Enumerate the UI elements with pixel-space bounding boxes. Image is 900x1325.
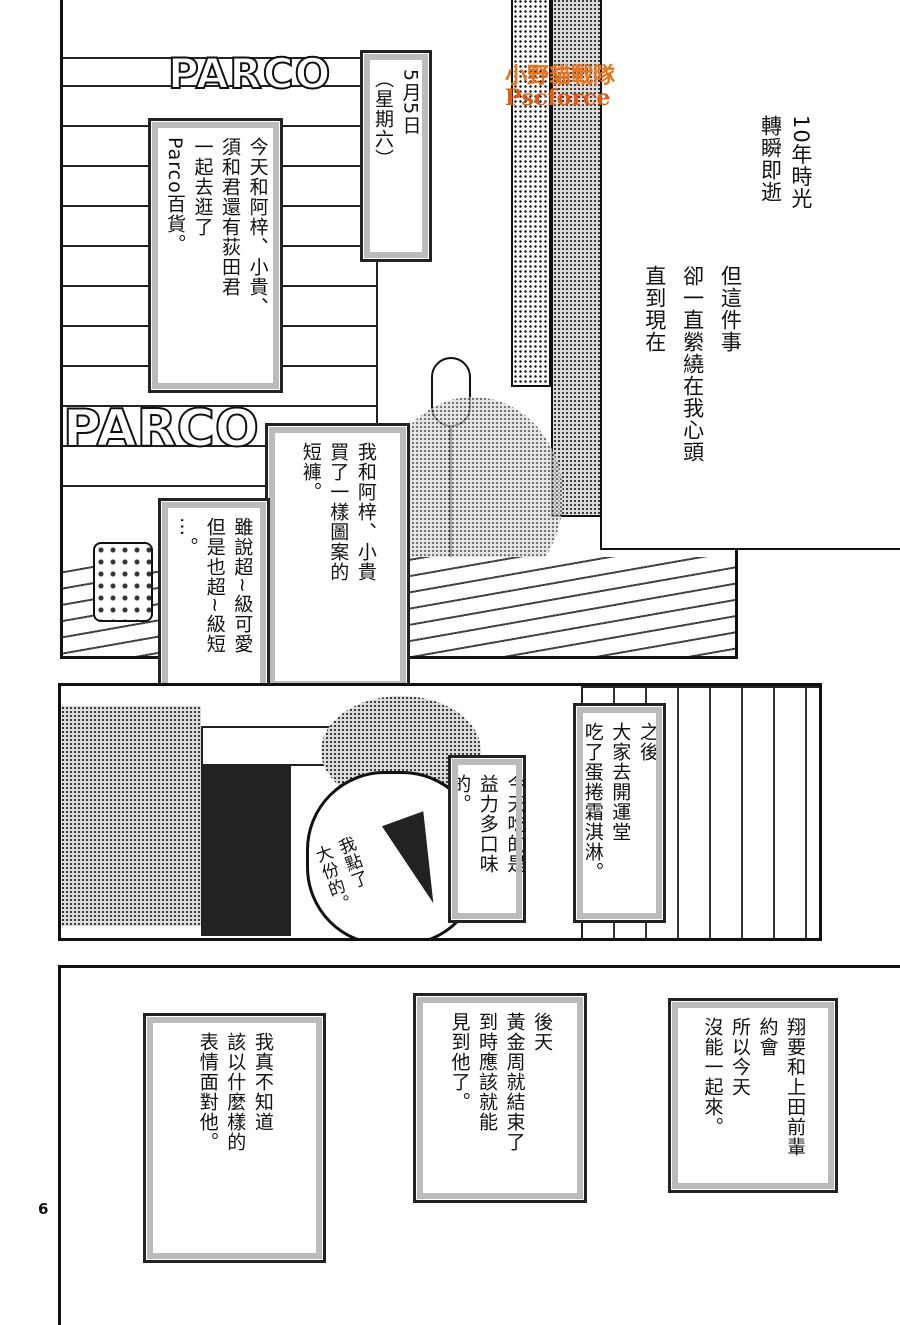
caption-line: 我和阿梓、小貴	[354, 442, 377, 582]
date-caption: 5月5日（星期六）	[360, 50, 432, 262]
parco-sign-lower: PARCO	[63, 398, 260, 460]
caption-line: 今天和阿梓、小貴、	[246, 137, 269, 317]
white-area	[600, 0, 900, 550]
caption-line: 見到他了。	[448, 1012, 471, 1112]
caption-line: Parco百貨。	[163, 137, 186, 254]
caption-line: 該以什麼樣的	[224, 1032, 247, 1152]
caption-line: 雖說超~級可愛	[231, 517, 254, 654]
caption-line: 翔要和上田前輩約會	[756, 1017, 807, 1157]
caption-line: 黃金周就結束了	[503, 1012, 526, 1152]
after-caption: 之後大家去開運堂吃了蛋捲霜淇淋。	[573, 703, 666, 923]
tower	[511, 0, 551, 387]
narration-ten-years: 10年時光轉瞬即逝	[755, 115, 900, 210]
parco-sign-top: PARCO	[167, 48, 332, 99]
narration-line: 但這件事	[718, 265, 743, 353]
page-number: 6	[38, 1200, 49, 1218]
caption-face-him: 我真不知道該以什麼樣的表情面對他。	[143, 1013, 326, 1263]
caption-line: 買了一樣圖案的	[327, 442, 350, 582]
caption-line: 益力多口味的。	[449, 774, 499, 874]
caption-line: 沒能一起來。	[701, 1017, 724, 1137]
caption-sho-date: 翔要和上田前輩約會所以今天沒能一起來。	[668, 998, 838, 1193]
narration-still: 但這件事卻一直縈繞在我心頭直到現在	[635, 265, 900, 463]
shorts-illustration	[93, 542, 153, 622]
caption-line: …。	[176, 517, 199, 557]
caption-line: 5月5日	[399, 69, 422, 136]
narration-line: 轉瞬即逝	[758, 115, 783, 203]
caption-line: 短褲。	[299, 442, 322, 502]
caption-line: 所以今天	[729, 1017, 751, 1097]
caption-line: 但是也超~級短	[203, 517, 226, 654]
short-length-caption: 雖說超~級可愛但是也超~級短…。	[158, 498, 270, 693]
caption-line: 一起去逛了	[191, 137, 214, 237]
caption-line: （星期六）	[372, 69, 394, 169]
caption-line: 我真不知道	[251, 1032, 274, 1132]
caption-line: 到時應該就能	[476, 1012, 498, 1132]
building-dark	[201, 766, 291, 936]
watermark: 小野貓戰隊 Pscforce	[505, 63, 616, 111]
narration-line: 10年時光	[788, 115, 813, 210]
caption-golden-week: 後天黃金周就結束了到時應該就能見到他了。	[413, 993, 587, 1203]
caption-line: 須和君還有荻田君	[219, 137, 242, 297]
caption-line: 大家去開運堂	[609, 722, 632, 842]
flavor-caption: 今天吃的是益力多口味的。	[448, 755, 526, 923]
caption-line: 表情面對他。	[196, 1032, 219, 1152]
narration-line: 直到現在	[642, 265, 667, 353]
caption-line: 吃了蛋捲霜淇淋。	[581, 722, 604, 882]
narration-line: 卻一直縈繞在我心頭	[680, 265, 705, 463]
shorts-caption: 我和阿梓、小貴買了一樣圖案的短褲。	[265, 423, 410, 691]
caption-line: 後天	[531, 1012, 554, 1052]
caption-line: 今天吃的是	[504, 774, 527, 874]
wall	[61, 706, 201, 926]
caption-line: 之後	[636, 722, 659, 762]
panel-2	[58, 683, 822, 941]
